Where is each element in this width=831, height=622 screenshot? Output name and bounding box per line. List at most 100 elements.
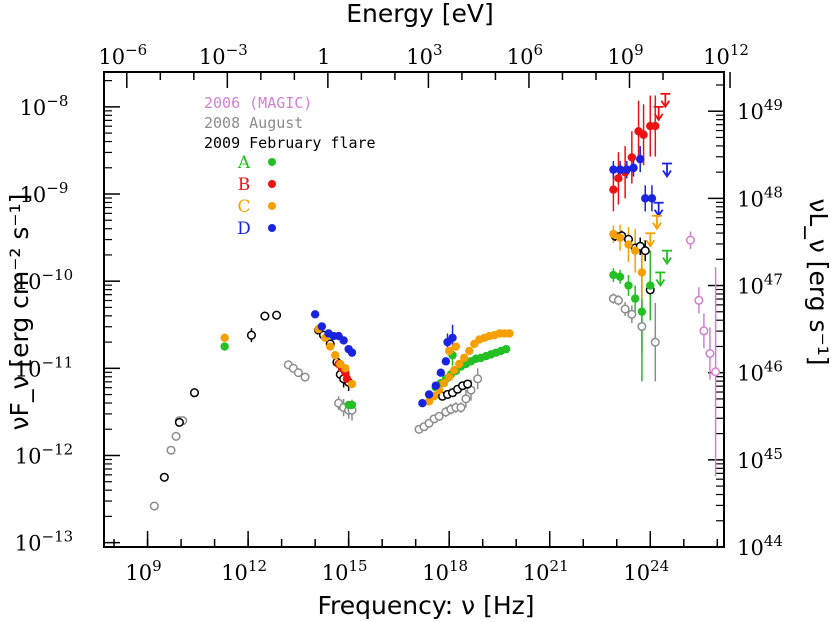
data-point (501, 344, 511, 354)
data-point (434, 411, 444, 421)
data-point (620, 304, 630, 314)
data-point (456, 403, 466, 413)
right-tick-label: 1048 (737, 183, 783, 211)
error-bars (250, 95, 717, 477)
x-tick-label: 1018 (422, 557, 468, 585)
data-point (694, 295, 704, 305)
data-point (260, 311, 270, 321)
state-legend-marker (268, 180, 276, 188)
data-point (451, 342, 461, 351)
data-point (630, 294, 640, 303)
data-point (624, 240, 633, 249)
data-point (609, 185, 618, 194)
data-point (444, 346, 454, 356)
data-point (705, 348, 715, 359)
right-tick-label: 1047 (737, 271, 783, 299)
data-point (455, 359, 464, 369)
x-tick-label: 1021 (523, 557, 569, 585)
upper-limit-arrow (662, 257, 672, 266)
data-point (624, 281, 633, 290)
right-tick-label: 1049 (737, 96, 783, 124)
data-point (627, 153, 637, 162)
y-tick-label: 10−10 (15, 266, 73, 294)
x-axis-title: Frequency: ν [Hz] (317, 591, 534, 620)
right-tick-label: 1044 (737, 532, 783, 560)
top-tick-label: 10−3 (199, 41, 248, 69)
data-point (647, 194, 657, 203)
top-tick-label: 106 (507, 41, 543, 69)
data-point (609, 270, 618, 280)
data-point (174, 417, 184, 427)
x-tick-label: 109 (125, 557, 161, 585)
legend-entry: 2009 February flare (204, 134, 376, 152)
data-point (465, 346, 474, 356)
data-point (159, 472, 169, 482)
plot-frame (103, 71, 725, 548)
upper-limit-arrow (653, 113, 664, 122)
y-tick-label: 10−12 (15, 440, 73, 468)
data-point (347, 348, 357, 357)
state-legend-label: A (237, 153, 251, 173)
data-point (646, 281, 655, 290)
axis-ticks (104, 72, 731, 548)
upper-limits (645, 92, 673, 288)
right-axis-title: νL_ν [erg s⁻¹] (804, 198, 831, 365)
upper-limit-arrow (652, 222, 662, 231)
data-points (149, 121, 721, 511)
upper-limit-arrow (645, 239, 656, 248)
data-point (630, 246, 640, 255)
data-point (636, 154, 645, 164)
data-point (614, 174, 623, 183)
data-point (651, 121, 660, 131)
data-point (639, 130, 648, 139)
state-legend-marker (268, 224, 276, 232)
data-point (463, 379, 473, 389)
state-legend-label: C (237, 197, 250, 217)
upper-limit-arrow (655, 278, 666, 288)
y-axis-title: νF_ν [erg cm⁻² s⁻¹] (5, 194, 34, 431)
state-legend-marker (268, 158, 276, 166)
data-point (149, 501, 159, 511)
data-point (342, 374, 352, 383)
x-tick-label: 1015 (322, 557, 368, 585)
legend-entry: 2008 August (204, 114, 303, 132)
data-point (615, 272, 625, 282)
data-point (220, 333, 229, 343)
data-point (317, 322, 327, 331)
data-point (418, 398, 427, 408)
data-point (166, 445, 176, 455)
x-tick-label: 1012 (221, 557, 267, 585)
data-point (641, 194, 650, 203)
state-legend-label: D (237, 219, 251, 239)
y-tick-label: 10−8 (20, 92, 69, 120)
right-tick-label: 1046 (737, 358, 783, 386)
state-legend-marker (268, 202, 276, 210)
data-point (220, 342, 229, 351)
data-point (431, 381, 440, 390)
data-point (461, 394, 471, 404)
y-tick-label: 10−11 (15, 353, 73, 381)
data-point (347, 379, 357, 389)
data-point (448, 333, 457, 343)
data-point (622, 165, 632, 174)
data-point (613, 295, 623, 305)
top-tick-label: 10−6 (98, 41, 147, 69)
right-tick-label: 1045 (737, 445, 783, 473)
top-tick-label: 1012 (703, 41, 749, 69)
data-point (460, 353, 469, 363)
data-point (326, 342, 335, 351)
data-point (637, 307, 647, 316)
data-point (650, 337, 660, 347)
data-point (293, 368, 303, 378)
data-point (424, 390, 434, 399)
data-point (627, 309, 637, 319)
data-point (685, 235, 696, 245)
y-tick-label: 10−13 (15, 528, 73, 556)
data-point (441, 357, 451, 366)
top-tick-label: 103 (406, 41, 442, 69)
upper-limit-arrow (660, 100, 671, 109)
data-point (615, 233, 625, 242)
